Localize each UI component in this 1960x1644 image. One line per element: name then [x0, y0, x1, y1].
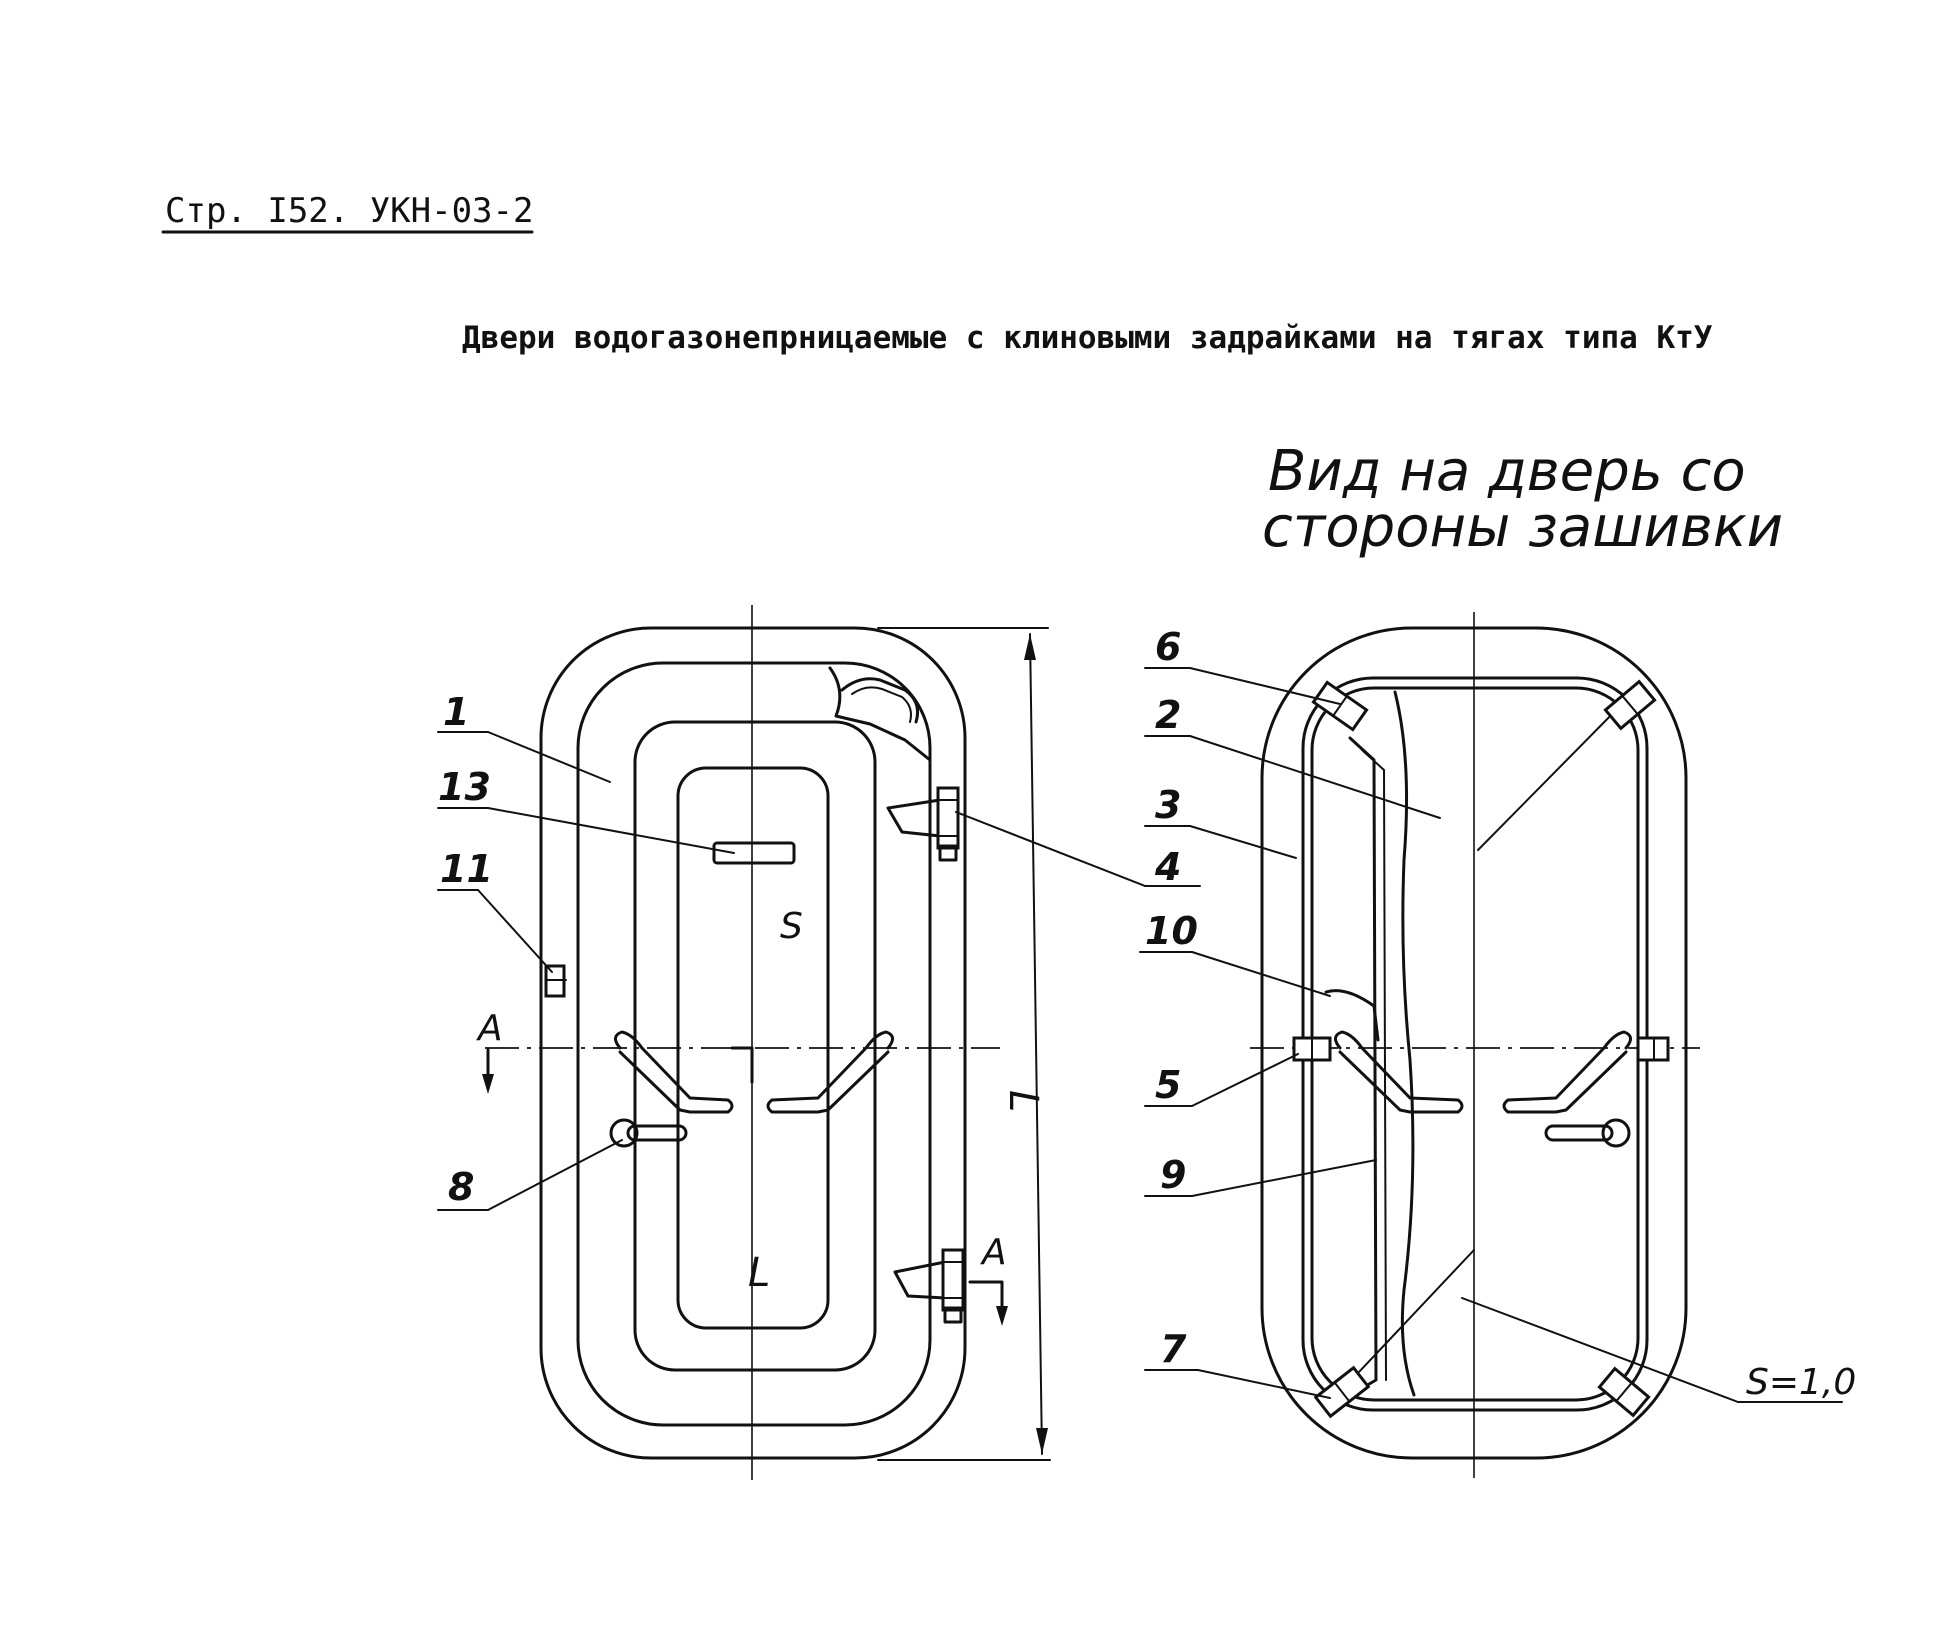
section-arrow-a-bottom: [968, 1280, 1004, 1320]
section-arrowhead-a-top: [482, 1074, 494, 1094]
right-dog-handle-left: [1334, 1030, 1464, 1114]
lever-8: [609, 1118, 688, 1148]
left-door-stiffener: [633, 720, 877, 1372]
corner-clip-top-left: [1311, 680, 1369, 732]
dog-handle-left: [614, 1030, 734, 1114]
bracket-10: [1324, 989, 1380, 1042]
left-door-view: L S L A A 1 13 11 8 4: [437, 605, 1201, 1480]
left-door-frame-outer: [539, 626, 967, 1460]
lining-sheet-edge: [1393, 690, 1416, 1397]
section-mark-a-bottom: A: [980, 1232, 1007, 1273]
left-door-cutaway-bracket-inner: [851, 686, 912, 723]
callout-13: 13: [438, 765, 491, 809]
view-caption-line1: Вид на дверь со: [1268, 439, 1746, 504]
corner-clip-bottom-right: [1597, 1366, 1651, 1418]
dim-arrow-top: [1024, 634, 1036, 660]
diagonal-lower: [1341, 1249, 1475, 1391]
callout-3: 3: [1155, 783, 1181, 827]
left-door-cutaway-bracket: [840, 677, 920, 724]
view-caption-line2: стороны зашивки: [1262, 495, 1783, 560]
callout-8: 8: [448, 1165, 474, 1209]
dim-line-length: [1029, 633, 1043, 1455]
section-mark-a-top: A: [476, 1008, 503, 1049]
leaf-length-label: L: [748, 1250, 770, 1296]
side-clamp-right: [1636, 1036, 1670, 1062]
callout-10: 10: [1145, 909, 1198, 953]
callout-5: 5: [1155, 1063, 1181, 1107]
callout-11: 11: [440, 847, 493, 891]
section-arrowhead-a-bottom: [996, 1306, 1008, 1326]
callout-2: 2: [1155, 693, 1181, 737]
dim-length-label: L: [1000, 1090, 1046, 1112]
right-door-view: 6 2 3 10 5 9 7 S=1,0: [1139, 612, 1856, 1478]
dim-arrow-bottom: [1036, 1428, 1048, 1454]
diagonal-upper: [1477, 699, 1627, 851]
handle-13: [712, 841, 796, 865]
callout-4: 4: [1154, 845, 1181, 889]
page-reference: Стр. I52. УКН-03-2: [165, 191, 533, 231]
callout-1: 1: [443, 690, 469, 734]
left-door-leaf: [576, 661, 932, 1427]
callout-7: 7: [1160, 1327, 1187, 1371]
lining-strip-inner: [1361, 749, 1387, 1381]
right-dog-handle-right: [1502, 1030, 1632, 1114]
side-clamp-left: [1292, 1036, 1332, 1062]
right-door-coaming-inner: [1310, 686, 1640, 1402]
plate-thickness-label: S: [780, 906, 803, 947]
fitting-11: [544, 964, 567, 998]
hinge-upper: [886, 786, 960, 862]
callout-9: 9: [1160, 1153, 1186, 1197]
corner-clip-top-right: [1603, 679, 1657, 731]
dog-handle-right: [766, 1030, 894, 1114]
left-door-cutaway: [828, 666, 932, 762]
corner-clip-bottom-left: [1313, 1365, 1371, 1419]
right-lever: [1544, 1118, 1631, 1148]
drawing-title: Двери водогазонепрницаемые с клиновыми з…: [462, 320, 1713, 356]
center-tag-mark: [730, 1046, 754, 1084]
callout-6: 6: [1155, 625, 1181, 669]
right-door-coaming-outer: [1301, 676, 1649, 1412]
hinge-lower: [893, 1248, 965, 1324]
sheet-thickness-label: S=1,0: [1746, 1362, 1856, 1403]
